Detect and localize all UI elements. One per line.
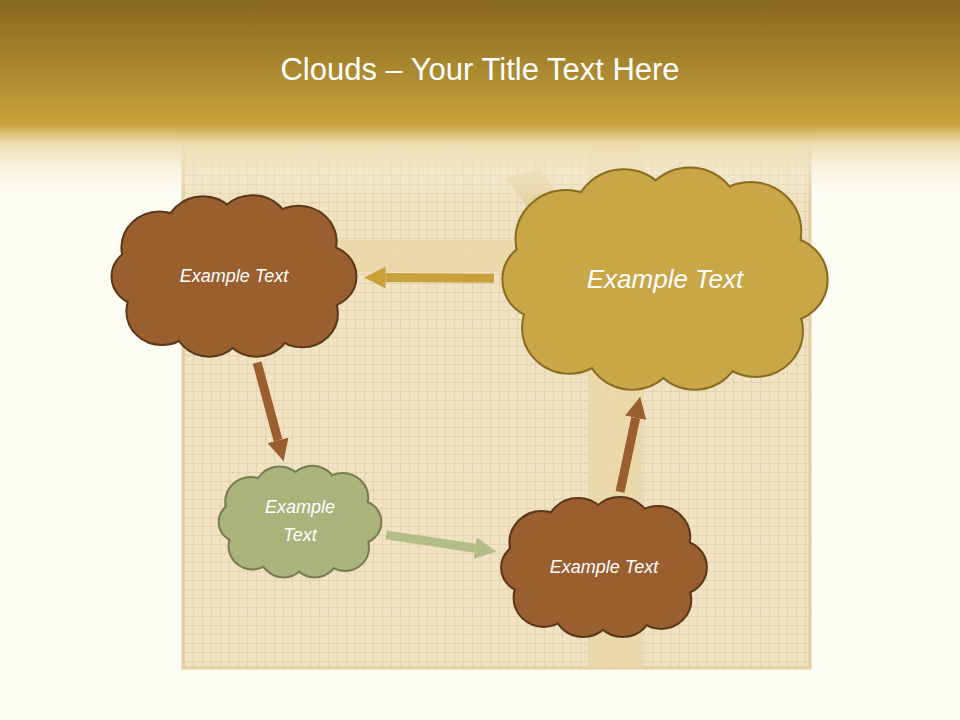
cloud-text: Example Text — [250, 494, 350, 550]
cloud-shape: Example Text — [218, 466, 382, 578]
cloud-outline — [218, 466, 382, 578]
cloud-shape: Example Text — [500, 167, 830, 392]
flow-arrow — [386, 535, 475, 548]
flow-arrow — [386, 273, 494, 283]
cloud-text: Example Text — [180, 263, 288, 291]
flow-arrow — [257, 363, 278, 441]
cloud-text: Example Text — [587, 259, 744, 299]
slide-title: Clouds – Your Title Text Here — [0, 52, 960, 88]
cloud-shape: Example Text — [110, 195, 358, 358]
cloud-shape: Example Text — [500, 497, 708, 638]
cloud-text: Example Text — [550, 554, 658, 582]
flow-arrow — [620, 418, 636, 492]
